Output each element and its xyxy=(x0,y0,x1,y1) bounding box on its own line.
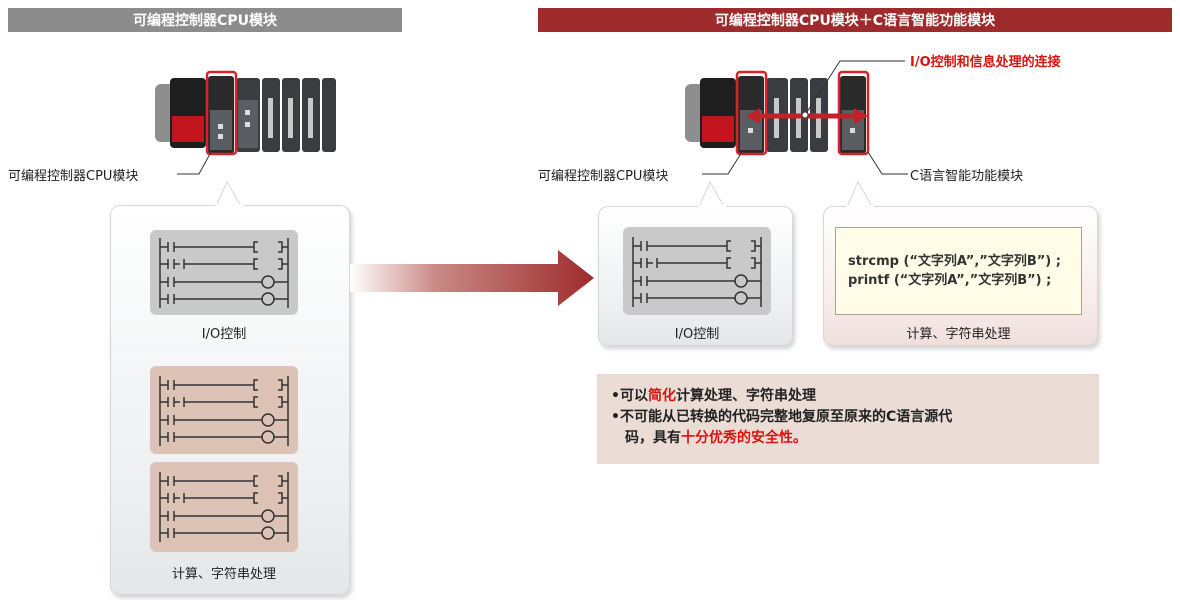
left-callout-line xyxy=(177,151,212,175)
right-io-caption: I/O控制 xyxy=(674,327,720,342)
right-calc-panel-pointer xyxy=(846,180,874,208)
right-plc-hardware xyxy=(685,70,870,156)
right-cpu-callout-line xyxy=(702,151,743,175)
note-highlight-simplify: 简化 xyxy=(647,388,676,404)
c-code-box: strcmp (“文字列A”,”文字列B”) ; printf (“文字列A”,… xyxy=(835,227,1082,315)
note-line-3: 码，具有十分优秀的安全性。 xyxy=(625,430,807,446)
note-line-2: •不可能从已转换的代码完整地复原至原来的C语言源代 xyxy=(611,409,953,425)
code-line-1: strcmp (“文字列A”,”文字列B”) ; xyxy=(848,254,1061,269)
left-io-ladder-diagram xyxy=(159,238,289,308)
left-io-caption: I/O控制 xyxy=(201,327,247,342)
benefit-notes: •可以简化计算处理、字符串处理 •不可能从已转换的代码完整地复原至原来的C语言源… xyxy=(597,374,1099,464)
right-io-panel-pointer xyxy=(698,180,726,208)
right-calc-caption: 计算、字符串处理 xyxy=(906,327,1011,342)
c-module-callout-line xyxy=(867,151,908,175)
left-calc-caption: 计算、字符串处理 xyxy=(171,567,276,582)
right-module-label: 可编程控制器CPU模块 xyxy=(538,169,669,184)
left-panel-pointer xyxy=(215,180,243,207)
right-io-ladder-diagram xyxy=(632,237,762,307)
left-calc-ladder-1-diagram xyxy=(159,376,289,446)
note-highlight-security: 十分优秀的安全性。 xyxy=(681,430,807,446)
note-line-1: •可以简化计算处理、字符串处理 xyxy=(611,388,816,404)
transition-arrow xyxy=(350,250,594,306)
left-header: 可编程控制器CPU模块 xyxy=(8,8,402,32)
connection-label: I/O控制和信息处理的连接 xyxy=(910,55,1061,70)
right-header: 可编程控制器CPU模块＋C语言智能功能模块 xyxy=(538,8,1172,32)
left-plc-hardware xyxy=(155,70,336,156)
left-module-label: 可编程控制器CPU模块 xyxy=(8,169,139,184)
connection-leader-line xyxy=(801,60,905,119)
c-module-label: C语言智能功能模块 xyxy=(910,169,1024,184)
left-calc-ladder-2-diagram xyxy=(159,472,289,542)
code-line-2: printf (“文字列A”,”文字列B”) ; xyxy=(848,273,1052,288)
